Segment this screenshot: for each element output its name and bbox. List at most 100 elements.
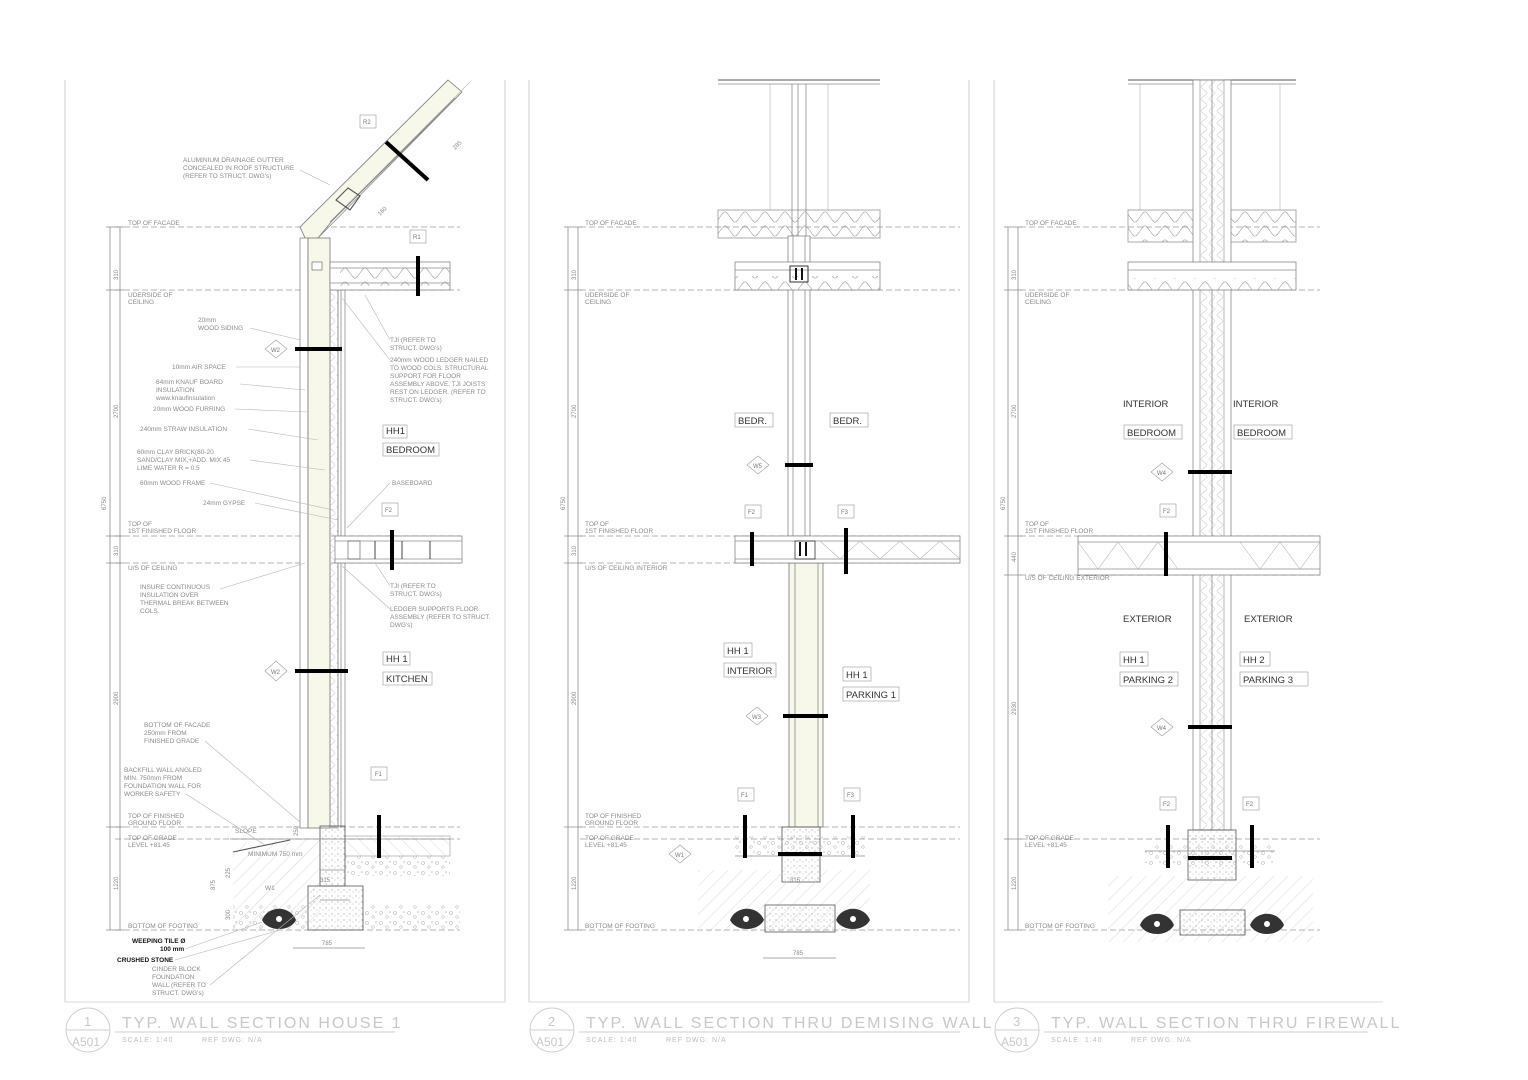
- svg-text:F2: F2: [1163, 802, 1171, 808]
- svg-text:310: 310: [572, 545, 578, 556]
- level-label: BOTTOM OF FOOTING: [128, 923, 198, 930]
- level-label: TOP OF FINISHED: [128, 813, 184, 820]
- svg-text:WALL (REFER TO: WALL (REFER TO: [152, 982, 206, 989]
- level-labels-3: TOP OF FACADE UDERSIDE OF CEILING TOP OF…: [1025, 220, 1110, 930]
- svg-text:TJI (REFER TO: TJI (REFER TO: [390, 337, 436, 344]
- panel-frames: [64, 80, 1383, 1003]
- svg-text:60mm WOOD FRAME: 60mm WOOD FRAME: [140, 480, 206, 487]
- svg-text:BACKFILL WALL ANGLED: BACKFILL WALL ANGLED: [124, 767, 202, 774]
- svg-text:2700: 2700: [1012, 404, 1018, 418]
- svg-text:W4: W4: [1157, 471, 1167, 477]
- svg-text:W4: W4: [1157, 726, 1167, 732]
- svg-text:MIN. 750mm FROM: MIN. 750mm FROM: [124, 775, 182, 782]
- svg-text:TOP OF FINISHED: TOP OF FINISHED: [585, 813, 641, 820]
- svg-text:FOUNDATION: FOUNDATION: [152, 974, 195, 981]
- dim-text: 875: [211, 879, 217, 890]
- svg-text:310: 310: [572, 269, 578, 280]
- svg-text:TJI (REFER TO: TJI (REFER TO: [390, 583, 436, 590]
- svg-text:BEDR.: BEDR.: [738, 416, 767, 427]
- notes-left-1: ALUMINIUM DRAINAGE GUTTER CONCEALED IN R…: [124, 157, 339, 846]
- title-block-3: 3 A501 TYP. WALL SECTION THRU FIREWALL S…: [994, 1007, 1399, 1053]
- svg-text:250mm FROM: 250mm FROM: [144, 730, 187, 737]
- svg-text:BASEBOARD: BASEBOARD: [392, 480, 433, 487]
- svg-text:F1: F1: [741, 793, 749, 799]
- svg-text:BOTTOM OF FOOTING: BOTTOM OF FOOTING: [1025, 923, 1095, 930]
- floor-assembly-2: [734, 528, 961, 574]
- svg-text:WOOD SIDING: WOOD SIDING: [198, 325, 243, 332]
- svg-text:240mm WOOD LEDGER NAILED: 240mm WOOD LEDGER NAILED: [390, 357, 489, 364]
- svg-text:10mm AIR SPACE: 10mm AIR SPACE: [172, 364, 226, 371]
- dim-text: 315: [320, 878, 331, 884]
- dim-text: 785: [322, 941, 333, 947]
- section-title: TYP. WALL SECTION THRU DEMISING WALL: [586, 1015, 993, 1032]
- svg-text:F1: F1: [375, 772, 383, 778]
- svg-text:INSULATION: INSULATION: [156, 387, 195, 394]
- svg-text:R1: R1: [413, 235, 421, 241]
- svg-text:W3: W3: [752, 715, 762, 721]
- notes-bottom-1: WEEPING TILE Ø 100 mm CRUSHED STONE CIND…: [117, 894, 321, 997]
- svg-text:PARKING 3: PARKING 3: [1243, 675, 1293, 686]
- sheet-number: A501: [1001, 1035, 1029, 1049]
- svg-text:HH 1: HH 1: [1123, 655, 1145, 666]
- svg-text:DWG's): DWG's): [390, 622, 413, 629]
- dim-text: 1220: [114, 876, 120, 890]
- dimension-chain-2: 310 2700 6750 310 2900 1220: [561, 226, 582, 931]
- svg-text:F2: F2: [1246, 802, 1254, 808]
- level-lines-1: [115, 226, 460, 931]
- section-3-firewall: TOP OF FACADE UDERSIDE OF CEILING TOP OF…: [1001, 79, 1321, 942]
- svg-text:TOP OF GRADE: TOP OF GRADE: [1025, 835, 1075, 842]
- section-ref: REF DWG: N/A: [1131, 1037, 1192, 1044]
- svg-text:20mm WOOD FURRING: 20mm WOOD FURRING: [153, 406, 225, 413]
- foundation-2: 785 315: [698, 815, 870, 959]
- svg-text:ASSEMBLY ABOVE. TJI JOISTS: ASSEMBLY ABOVE. TJI JOISTS: [390, 381, 486, 388]
- dim-text: 310: [114, 545, 120, 556]
- svg-text:310: 310: [1012, 269, 1018, 280]
- svg-text:REST ON LEDGER. (REFER TO: REST ON LEDGER. (REFER TO: [390, 389, 486, 396]
- svg-text:BEDROOM: BEDROOM: [386, 445, 435, 456]
- title-block-1: 1 A501 TYP. WALL SECTION HOUSE 1 SCALE: …: [65, 1007, 401, 1053]
- dim-text: 2700: [114, 404, 120, 418]
- svg-text:CONCEALED IN ROOF STRUCTURE: CONCEALED IN ROOF STRUCTURE: [183, 165, 295, 172]
- svg-text:LEDGER SUPPORTS FLOOR: LEDGER SUPPORTS FLOOR: [390, 606, 479, 613]
- svg-text:KITCHEN: KITCHEN: [386, 674, 428, 685]
- section-number: 1: [84, 1014, 91, 1029]
- svg-text:1220: 1220: [1012, 876, 1018, 890]
- svg-text:SAND/CLAY MIX,+ADD. MIX 45: SAND/CLAY MIX,+ADD. MIX 45: [137, 457, 231, 464]
- level-labels-1: TOP OF FACADE UDERSIDE OF CEILING TOP OF…: [128, 220, 198, 930]
- svg-text:785: 785: [793, 951, 804, 957]
- section-number: 3: [1013, 1014, 1020, 1029]
- svg-text:W2: W2: [271, 670, 281, 676]
- svg-text:6750: 6750: [1001, 496, 1007, 510]
- room-labels-1: HH1 BEDROOM HH 1 KITCHEN: [382, 424, 440, 686]
- svg-text:(REFER TO STRUCT. DWG's): (REFER TO STRUCT. DWG's): [183, 173, 271, 180]
- svg-text:STRUCT. DWG's): STRUCT. DWG's): [390, 397, 442, 404]
- level-label: LEVEL +81.45: [128, 842, 170, 849]
- tags-2: W5 F2 F3 W3 F1 F3 W1: [668, 455, 861, 864]
- svg-text:FINISHED GRADE: FINISHED GRADE: [144, 738, 200, 745]
- svg-text:ASSEMBLY (REFER TO STRUCT.: ASSEMBLY (REFER TO STRUCT.: [390, 614, 490, 621]
- ceiling-assembly-3: [1127, 261, 1297, 291]
- dimension-chain-1: 310 2700 6750 310 2900 1220: [102, 226, 124, 931]
- ceiling-assembly-1: [311, 256, 451, 296]
- svg-text:BEDROOM: BEDROOM: [1237, 428, 1286, 439]
- level-label: TOP OF FACADE: [128, 220, 180, 227]
- svg-text:INTERIOR: INTERIOR: [1123, 399, 1169, 410]
- svg-text:1220: 1220: [572, 876, 578, 890]
- section-scale: SCALE: 1:40: [586, 1037, 637, 1044]
- svg-text:U/S OF CEILING INTERIOR: U/S OF CEILING INTERIOR: [585, 565, 668, 572]
- level-label: CEILING: [128, 299, 154, 306]
- section-scale: SCALE: 1:40: [1051, 1037, 1102, 1044]
- sheet-number: A501: [536, 1035, 564, 1049]
- dim-text: 250: [294, 825, 300, 836]
- svg-text:STRUCT. DWG's): STRUCT. DWG's): [390, 345, 442, 352]
- svg-text:BOTTOM OF FACADE: BOTTOM OF FACADE: [144, 722, 211, 729]
- dim-text: 300: [226, 909, 232, 920]
- dim-text: 2900: [114, 691, 120, 705]
- svg-text:HH 1: HH 1: [386, 654, 408, 665]
- svg-text:CEILING: CEILING: [585, 299, 611, 306]
- svg-text:BEDR.: BEDR.: [833, 416, 862, 427]
- svg-text:HH 1: HH 1: [727, 646, 749, 657]
- svg-text:F3: F3: [841, 510, 849, 516]
- level-labels-2: TOP OF FACADE UDERSIDE OF CEILING TOP OF…: [585, 220, 668, 930]
